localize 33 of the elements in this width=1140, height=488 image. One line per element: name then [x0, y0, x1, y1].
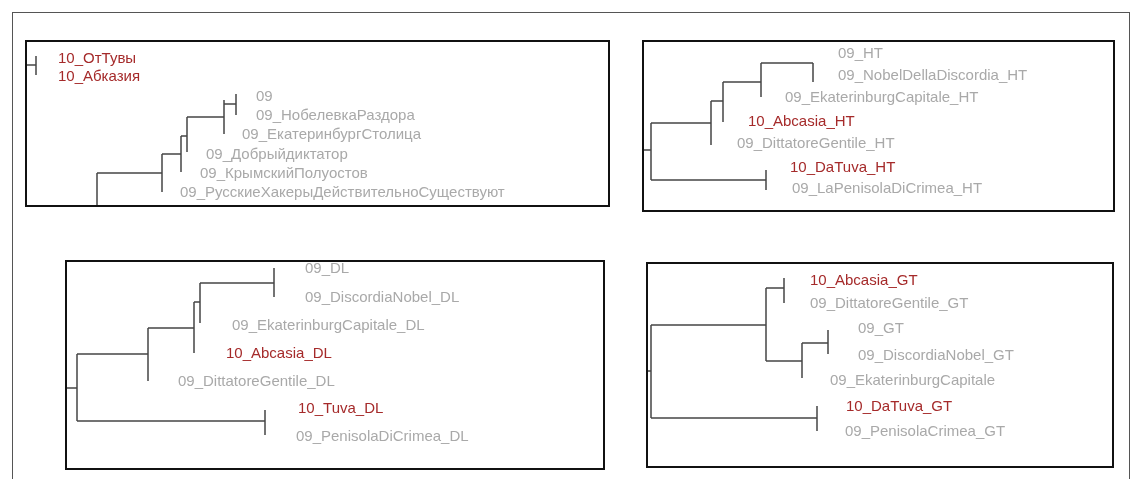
taxon-label: 09_NobelDellaDiscordia_HT	[838, 66, 1028, 84]
taxon-label: 10_ОтТувы	[58, 49, 137, 67]
taxon-label: 09_Добрыйдиктатор	[206, 145, 348, 163]
taxon-label: 09_РусскиеХакерыДействительноСуществуют	[180, 183, 505, 201]
taxon-label: 09_DittatoreGentile_DL	[178, 372, 335, 390]
taxon-label: 10_Abcasia_GT	[810, 271, 918, 289]
taxon-label: 09_DiscordiaNobel_GT	[858, 346, 1014, 364]
taxon-label: 09_КрымскийПолуостов	[200, 164, 368, 182]
tree-panel	[65, 260, 605, 470]
taxon-label: 10_Tuva_DL	[298, 399, 384, 417]
taxon-label: 09_LaPenisolaDiCrimea_HT	[792, 179, 983, 197]
taxon-label: 09_DittatoreGentile_GT	[810, 294, 969, 312]
tree-panel	[646, 262, 1114, 468]
taxon-label: 09_PenisolaDiCrimea_DL	[296, 427, 469, 445]
taxon-label: 09_EkaterinburgCapitale_HT	[785, 88, 979, 106]
taxon-label: 10_Абказия	[58, 67, 141, 85]
taxon-label: 10_DaTuva_HT	[790, 158, 896, 176]
taxon-label: 09_DittatoreGentile_HT	[737, 134, 895, 152]
taxon-label: 09_EkaterinburgCapitale	[830, 371, 996, 389]
taxon-label: 09_ЕкатеринбургСтолица	[242, 125, 421, 143]
tree-panel	[25, 40, 610, 207]
tree-panel	[642, 40, 1115, 212]
taxon-label: 10_DaTuva_GT	[846, 397, 953, 415]
taxon-label: 09_HT	[838, 44, 884, 62]
taxon-label: 10_Abcasia_HT	[748, 112, 855, 130]
taxon-label: 09	[256, 87, 273, 105]
taxon-label: 09_НобелевкаРаздора	[256, 106, 415, 124]
taxon-label: 09_GT	[858, 319, 904, 337]
taxon-label: 09_EkaterinburgCapitale_DL	[232, 316, 425, 334]
taxon-label: 10_Abcasia_DL	[226, 344, 332, 362]
taxon-label: 09_PenisolaCrimea_GT	[845, 422, 1006, 440]
taxon-label: 09_DL	[305, 262, 350, 277]
taxon-label: 09_DiscordiaNobel_DL	[305, 288, 460, 306]
